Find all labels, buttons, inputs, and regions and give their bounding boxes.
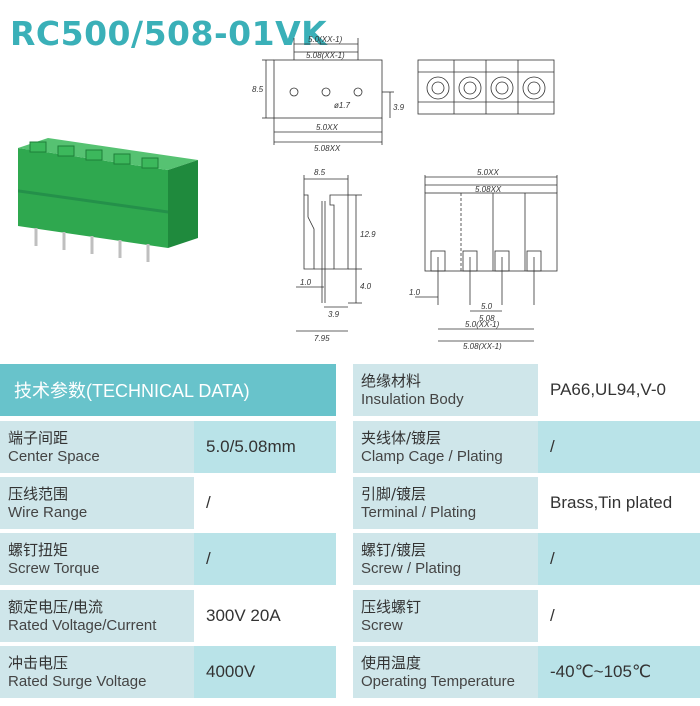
center-space-value: 5.0/5.08mm: [194, 421, 336, 473]
screw-plating-value: /: [538, 533, 700, 585]
clamp-cage-cn: 夹线体/镀层: [361, 429, 442, 447]
clamp-cage-en: Clamp Cage / Plating: [361, 448, 503, 465]
dim-pin-off: 1.0: [300, 278, 312, 287]
dim-pitch-b: 5.08(XX-1): [306, 51, 345, 60]
dim-edge: 3.9: [393, 103, 405, 112]
center-space-cn: 端子间距: [8, 429, 69, 447]
wire-range-value: /: [194, 477, 336, 529]
dim-front-pin-off: 1.0: [409, 288, 421, 297]
dim-height: 8.5: [252, 85, 264, 94]
rated-voltage-cn: 额定电压/电流: [8, 598, 104, 616]
pin-top-view-drawing: [417, 59, 555, 115]
dim-hole: ø1.7: [334, 101, 351, 110]
screw-value: /: [538, 590, 700, 642]
dim-pin-pos: 3.9: [328, 310, 340, 319]
operating-temp-en: Operating Temperature: [361, 673, 515, 690]
dim-front-span-b: 5.08(XX-1): [463, 342, 502, 350]
clamp-cage-value: /: [538, 421, 700, 473]
front-view-drawing: 5.0XX 5.08XX 1.0 5.0 5.08 5.0(XX-1) 5.08…: [409, 168, 558, 350]
dim-width-a: 5.0XX: [316, 123, 338, 132]
top-view-drawing: 5.0(XX-1) 5.08(XX-1) 8.5 ø1.7 3.9 5.0XX …: [252, 35, 405, 152]
dim-front-pitch-b: 5.08: [479, 314, 495, 323]
screw-en: Screw: [361, 617, 403, 634]
dim-front-width-b: 5.08XX: [475, 185, 502, 194]
rated-voltage-en: Rated Voltage/Current: [8, 617, 157, 634]
product-photo: [18, 138, 198, 262]
side-view-drawing: 8.5 12.9 4.0 1.0 3.9 7.95: [296, 168, 376, 343]
table-header: 技术参数(TECHNICAL DATA): [0, 364, 336, 416]
operating-temp-cn: 使用温度: [361, 654, 422, 672]
screw-plating-en: Screw / Plating: [361, 560, 462, 577]
dim-front-span-a: 5.0(XX-1): [465, 320, 500, 329]
surge-voltage-cn: 冲击电压: [8, 654, 69, 672]
screw-torque-value: /: [194, 533, 336, 585]
center-space-en: Center Space: [8, 448, 100, 465]
dim-pin-len: 4.0: [360, 282, 372, 291]
dim-pitch-a: 5.0(XX-1): [308, 35, 343, 44]
dim-front-pitch-a: 5.0: [481, 302, 493, 311]
surge-voltage-en: Rated Surge Voltage: [8, 673, 147, 690]
dim-base: 7.95: [314, 334, 330, 343]
screw-torque-cn: 螺钉扭矩: [8, 541, 69, 559]
screw-cn: 压线螺钉: [361, 598, 422, 616]
screw-torque-en: Screw Torque: [8, 560, 100, 577]
wire-range-en: Wire Range: [8, 504, 88, 521]
terminal-plating-cn: 引脚/镀层: [361, 485, 427, 503]
surge-voltage-value: 4000V: [194, 646, 336, 698]
dim-front-width-a: 5.0XX: [477, 168, 499, 177]
insulation-body-value: PA66,UL94,V-0: [538, 364, 700, 416]
screw-plating-cn: 螺钉/镀层: [361, 541, 427, 559]
dim-side-height: 12.9: [360, 230, 376, 239]
technical-data-table: 技术参数(TECHNICAL DATA) 绝缘材料 Insulation Bod…: [0, 364, 700, 706]
product-title: RC500/508-01VK: [10, 14, 328, 53]
insulation-body-en: Insulation Body: [361, 391, 464, 408]
operating-temp-value: -40℃~105℃: [538, 646, 700, 698]
dim-depth: 8.5: [314, 168, 326, 177]
terminal-plating-value: Brass,Tin plated: [538, 477, 700, 529]
insulation-body-cn: 绝缘材料: [361, 372, 422, 390]
dim-width-b: 5.08XX: [314, 144, 341, 152]
wire-range-cn: 压线范围: [8, 485, 69, 503]
terminal-plating-en: Terminal / Plating: [361, 504, 477, 521]
rated-voltage-value: 300V 20A: [194, 590, 336, 642]
